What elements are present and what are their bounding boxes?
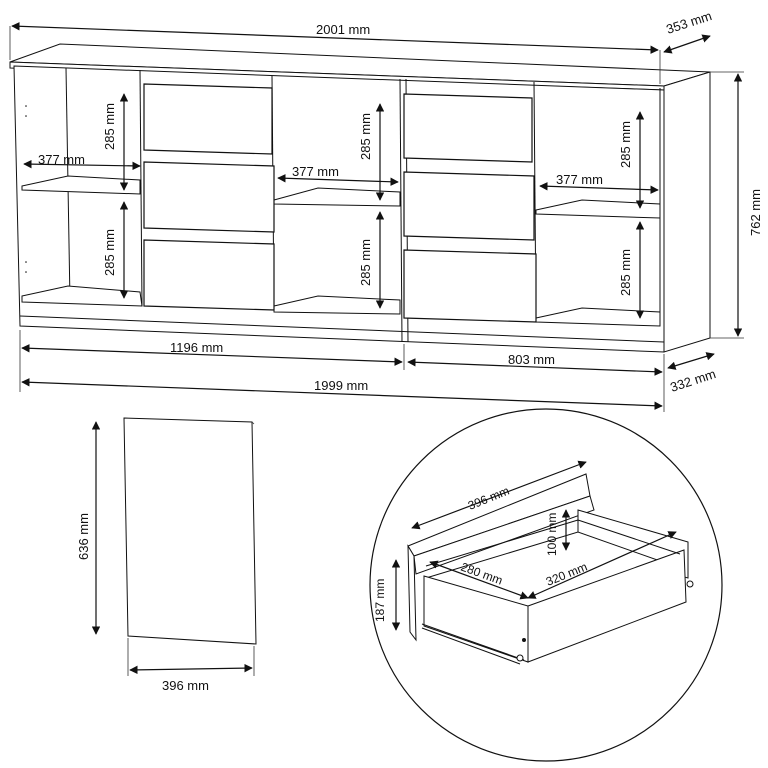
- label-height: 762 mm: [748, 189, 763, 236]
- label-comp-left-upper: 285 mm: [102, 103, 117, 150]
- label-depth-bottom: 332 mm: [668, 366, 717, 395]
- section-divider: [399, 78, 403, 343]
- sideboard-right-side: [663, 71, 711, 353]
- dim-line-drawer-inner-width: [429, 560, 529, 600]
- label-door-width: 396 mm: [162, 678, 209, 693]
- label-body-width: 1999 mm: [314, 378, 368, 393]
- dim-line-right-section: [407, 358, 663, 376]
- drawer-right-1: [403, 93, 533, 163]
- dim-line-drawer-inner-depth: [527, 531, 677, 599]
- dim-line-drawer-front-width: [411, 460, 587, 530]
- drawer-left-2: [143, 161, 275, 233]
- label-shelf-right: 377 mm: [556, 172, 603, 187]
- label-right-section: 803 mm: [508, 352, 555, 367]
- label-depth-top: 353 mm: [664, 8, 713, 37]
- dim-line-left-section: [21, 344, 403, 366]
- sideboard-drawing: 2001 mm 353 mm 762 mm 332 mm 1196 mm 803…: [9, 8, 763, 412]
- label-top-width: 2001 mm: [316, 22, 370, 37]
- drawer-detail-drawing: 396 mm 187 mm 100 mm 280 mm 320 mm: [369, 408, 723, 762]
- door-panel-drawing: 636 mm 396 mm: [76, 417, 257, 693]
- label-drawer-front-height: 187 mm: [373, 579, 387, 622]
- shelf-right: [535, 199, 661, 219]
- label-left-section: 1196 mm: [170, 340, 223, 355]
- label-comp-left-lower: 285 mm: [102, 229, 117, 276]
- drawer-right-3: [403, 249, 537, 323]
- drawer-left-3: [143, 239, 275, 311]
- drawer-right-2: [403, 171, 535, 241]
- label-drawer-box-height: 100 mm: [545, 513, 559, 556]
- dim-line-depth-bottom: [667, 352, 715, 370]
- dim-line-top-width: [11, 22, 659, 54]
- label-comp-mid-lower: 285 mm: [358, 239, 373, 286]
- bottom-left: [21, 285, 143, 307]
- label-comp-mid-upper: 285 mm: [358, 113, 373, 160]
- dim-line-body-width: [21, 378, 663, 410]
- bottom-middle: [273, 295, 401, 315]
- dim-line-depth-top: [663, 34, 711, 54]
- shelf-left: [21, 175, 141, 195]
- label-shelf-left: 377 mm: [38, 152, 85, 167]
- label-comp-right-lower: 285 mm: [618, 249, 633, 296]
- label-door-height: 636 mm: [76, 513, 91, 560]
- door-panel: [123, 417, 257, 645]
- label-shelf-middle: 377 mm: [292, 164, 339, 179]
- dim-line-door-width: [129, 663, 253, 675]
- label-comp-right-upper: 285 mm: [618, 121, 633, 168]
- drawer-left-1: [143, 83, 273, 155]
